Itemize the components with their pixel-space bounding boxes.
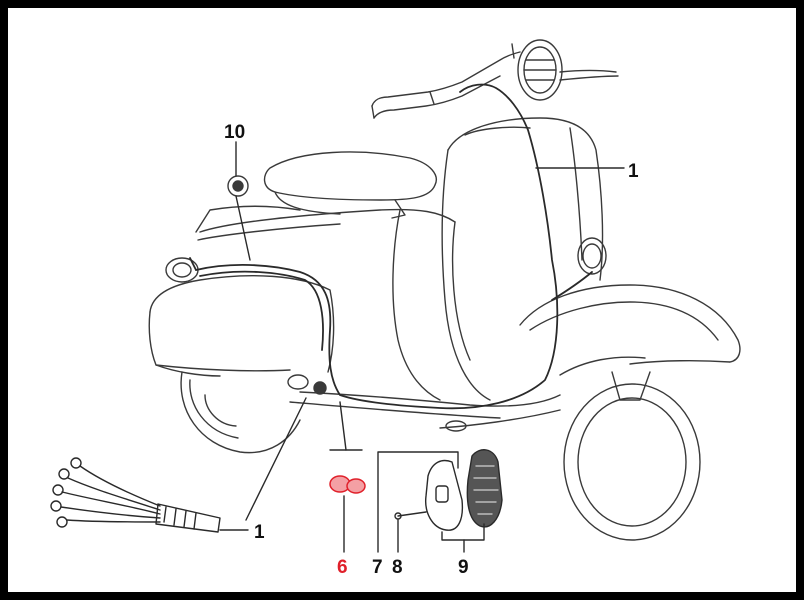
bulb-10 bbox=[227, 175, 249, 197]
callout-9: 9 bbox=[458, 557, 469, 578]
horn bbox=[165, 257, 199, 283]
callout-1-bottom: 1 bbox=[254, 522, 265, 543]
callout-7: 7 bbox=[372, 557, 383, 578]
seat bbox=[263, 151, 437, 201]
scooter-wiring-diagram: 10 1 1 6 7 8 9 bbox=[50, 39, 741, 578]
leader-lines bbox=[219, 141, 625, 553]
part-6-bulb bbox=[329, 475, 366, 494]
harness-bundle bbox=[50, 457, 221, 533]
callout-10: 10 bbox=[224, 122, 245, 143]
tail-lamp bbox=[577, 237, 607, 275]
wiring-harness bbox=[189, 83, 593, 410]
callout-1-top: 1 bbox=[628, 161, 639, 182]
scooter-outline bbox=[148, 39, 741, 541]
diagram-canvas: 10 1 1 6 7 8 9 bbox=[8, 8, 796, 592]
callout-6: 6 bbox=[337, 557, 348, 578]
rear-wheel bbox=[563, 383, 701, 541]
tail-lamp-assembly bbox=[394, 449, 503, 531]
callout-8: 8 bbox=[392, 557, 403, 578]
headlamp bbox=[517, 39, 563, 101]
